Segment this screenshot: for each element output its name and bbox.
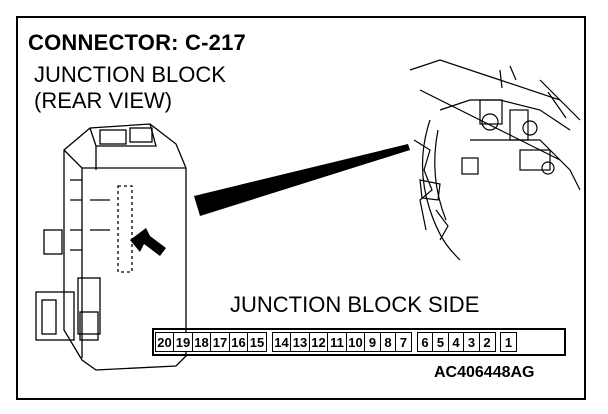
connector-pin: 17 [210, 332, 230, 352]
connector-title: CONNECTOR: C-217 [28, 30, 246, 55]
connector-pin: 11 [327, 332, 347, 352]
connector-pin: 2 [478, 332, 496, 352]
junction-block-side-label: JUNCTION BLOCK SIDE [230, 292, 480, 317]
connector-pin: 5 [432, 332, 449, 352]
connector-pin: 13 [290, 332, 310, 352]
connector-pin: 7 [395, 332, 412, 352]
connector-pin: 15 [247, 332, 267, 352]
connector-pin: 1 [500, 332, 517, 352]
view-label: (REAR VIEW) [34, 88, 173, 113]
connector-pin: 4 [447, 332, 465, 352]
connector-pin: 19 [173, 332, 193, 352]
connector-pin: 8 [379, 332, 397, 352]
connector-pin: 10 [345, 332, 366, 352]
component-name: JUNCTION BLOCK [34, 62, 226, 87]
connector-pin: 9 [364, 332, 381, 352]
connector-pin: 18 [191, 332, 212, 352]
connector-pin: 16 [228, 332, 249, 352]
connector-pin: 6 [416, 332, 434, 352]
dashboard-wiring-drawing [409, 59, 581, 261]
figure-code: AC406448AG [434, 364, 535, 381]
junction-block-drawing [35, 123, 187, 371]
pointer-arrow [130, 228, 166, 256]
connector-pin: 3 [463, 332, 480, 352]
callout-wedge [194, 144, 410, 216]
connector-pin: 20 [154, 332, 175, 352]
connector-pin: 12 [308, 332, 329, 352]
connector-pin: 14 [271, 332, 292, 352]
